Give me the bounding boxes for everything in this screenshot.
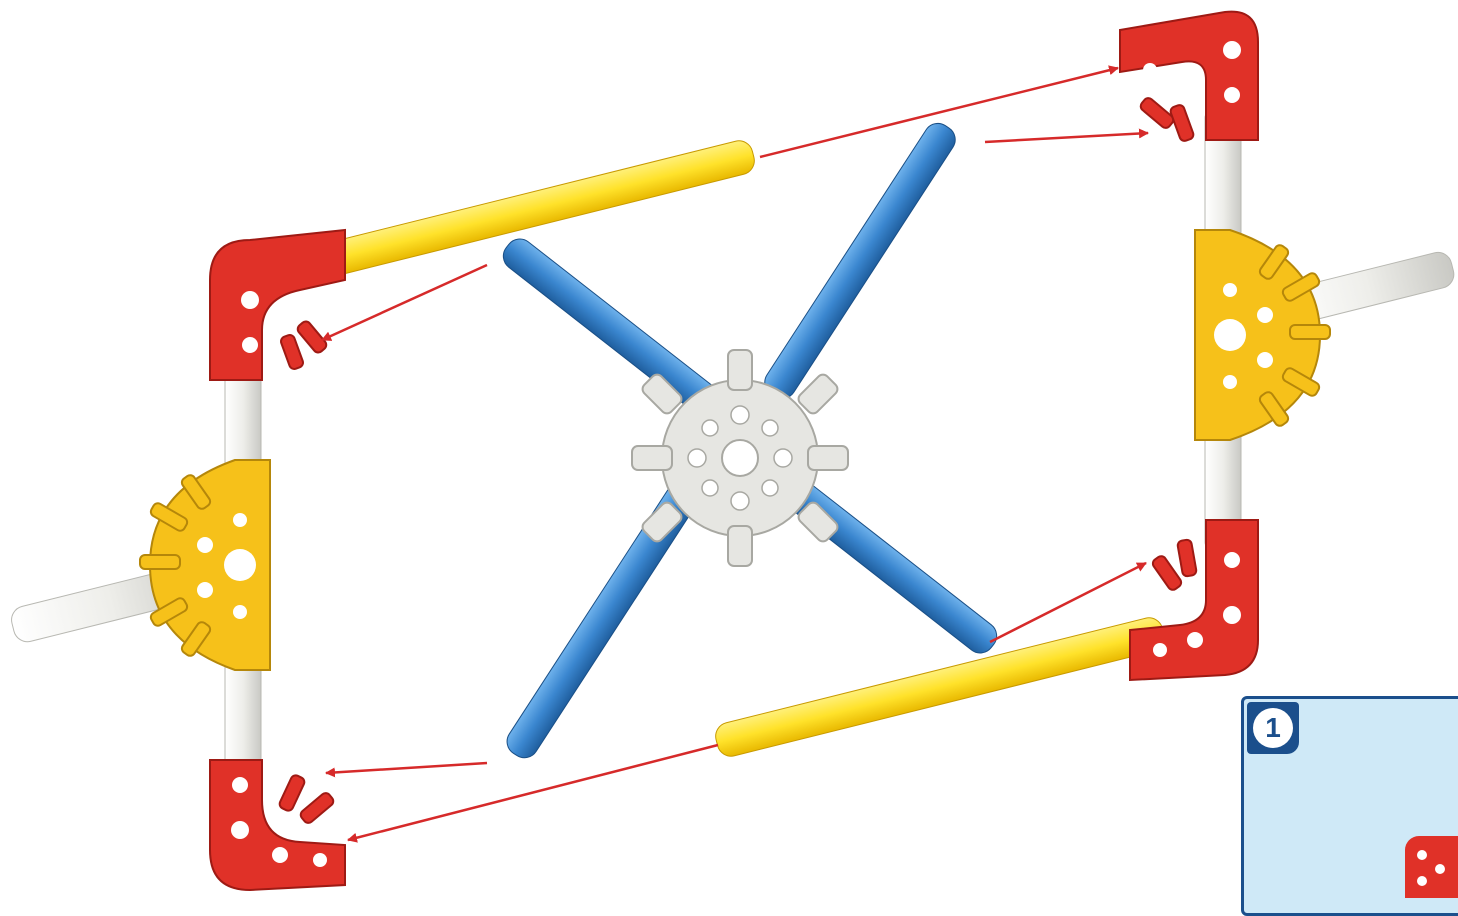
red-corner-bottom-left [210, 760, 345, 890]
yellow-connector-right [1195, 230, 1330, 440]
red-corner-top-right [1120, 12, 1258, 143]
blue-rod-upper-right [759, 118, 960, 404]
arrow-icon [985, 133, 1148, 142]
yellow-rod-bottom [713, 615, 1168, 759]
red-corner-bottom-right [1130, 520, 1258, 680]
arrow-icon [326, 763, 487, 773]
step-thumbnail [1405, 836, 1458, 898]
yellow-connector-left [140, 460, 270, 670]
arrow-icon [348, 745, 718, 840]
red-corner-top-left [210, 230, 345, 380]
arrow-icon [322, 265, 487, 340]
white-hub-connector [632, 350, 848, 566]
blue-rod-upper-left [498, 233, 723, 418]
blue-rod-lower-right [778, 473, 1003, 658]
step-number: 1 [1253, 708, 1293, 748]
